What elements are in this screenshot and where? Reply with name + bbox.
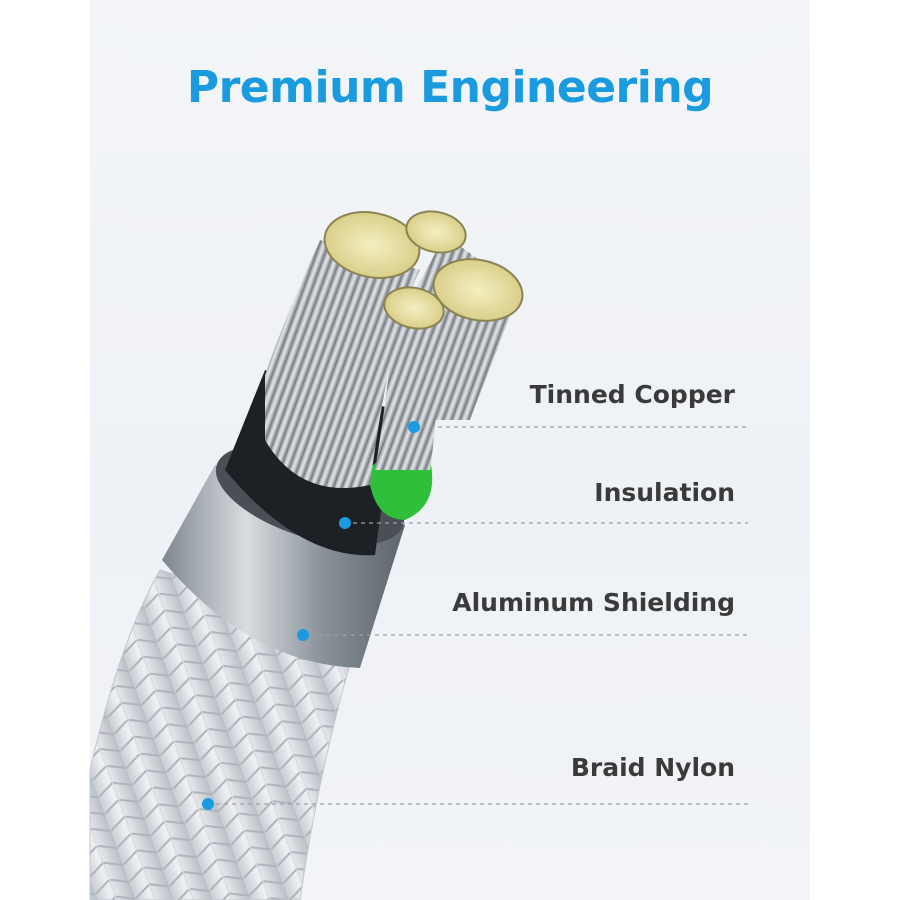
conductor-strands-large <box>265 240 420 488</box>
callout-dot-aluminum-shielding <box>297 629 309 641</box>
copper-end-1 <box>323 211 421 279</box>
callout-label-braid-nylon: Braid Nylon <box>570 753 735 782</box>
callout-label-aluminum-shielding: Aluminum Shielding <box>452 588 735 617</box>
copper-end-3 <box>432 258 524 322</box>
callout-label-insulation: Insulation <box>594 478 735 507</box>
copper-end-2 <box>405 210 467 254</box>
callout-dot-insulation <box>339 517 351 529</box>
copper-end-4 <box>383 286 445 330</box>
headline: Premium Engineering <box>186 62 714 113</box>
callout-dot-tinned-copper <box>408 421 420 433</box>
callout-dot-braid-nylon <box>202 798 214 810</box>
callout-label-tinned-copper: Tinned Copper <box>529 380 735 409</box>
